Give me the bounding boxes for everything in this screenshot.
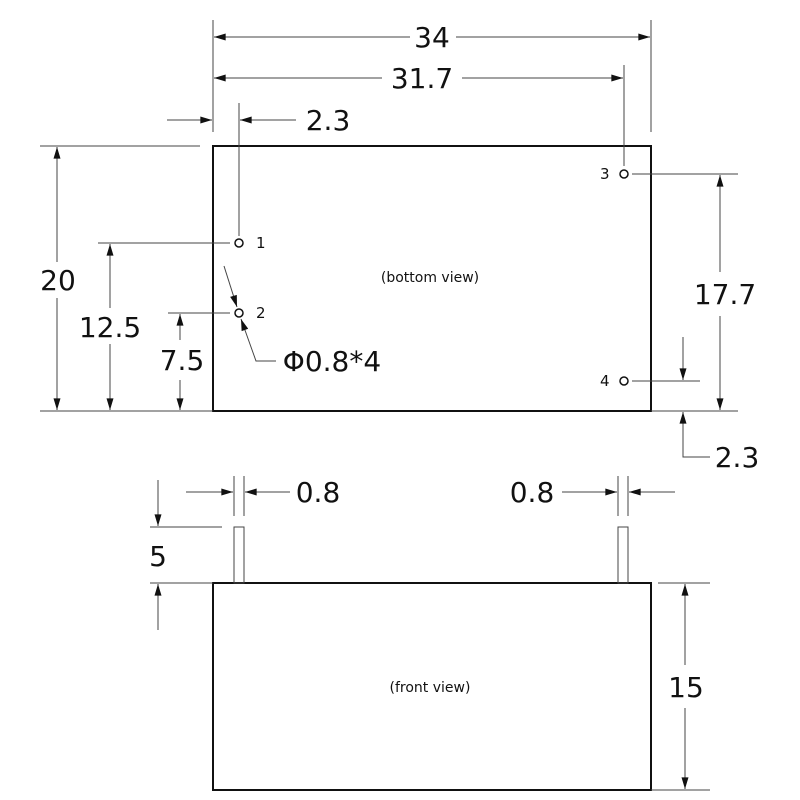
- module-outline-front: [212, 582, 652, 791]
- pin-label-2: 2: [256, 304, 266, 322]
- dim-pin-length: 5: [149, 540, 167, 573]
- dim-overall-width: 34: [414, 21, 450, 54]
- dim-pin2-from-bottom: 7.5: [160, 344, 205, 377]
- pin-hole-3: [619, 169, 629, 179]
- module-outline-bottom: [212, 145, 652, 412]
- dim-pin-width-left: 0.8: [296, 476, 341, 509]
- front-view-caption: (front view): [390, 680, 471, 696]
- pin-label-1: 1: [256, 234, 266, 252]
- pin-hole-4: [619, 376, 629, 386]
- dim-pin-offset-left: 2.3: [306, 104, 351, 137]
- dim-pin-diameter: Φ0.8*4: [283, 345, 381, 378]
- pin-left: [233, 526, 245, 584]
- pin-hole-2: [234, 308, 244, 318]
- front-view: (front view) 0.8 0.8 5 15: [149, 476, 710, 791]
- dim-height: 20: [40, 264, 76, 297]
- dim-pin4-from-bottom: 2.3: [715, 441, 760, 474]
- dim-pin-width-right: 0.8: [510, 476, 555, 509]
- dim-pin-span: 31.7: [391, 62, 453, 95]
- bottom-view: 1 2 3 4 (bottom view) 34 31.7 2.3 20 12.…: [40, 20, 759, 474]
- pin-label-3: 3: [600, 165, 610, 183]
- pin-right: [617, 526, 629, 584]
- dim-body-height: 15: [668, 671, 704, 704]
- pin-hole-1: [234, 238, 244, 248]
- dim-pin3-to-pin4: 17.7: [694, 278, 756, 311]
- bottom-view-caption: (bottom view): [381, 270, 479, 286]
- dim-pin1-from-bottom: 12.5: [79, 311, 141, 344]
- pin-label-4: 4: [600, 372, 610, 390]
